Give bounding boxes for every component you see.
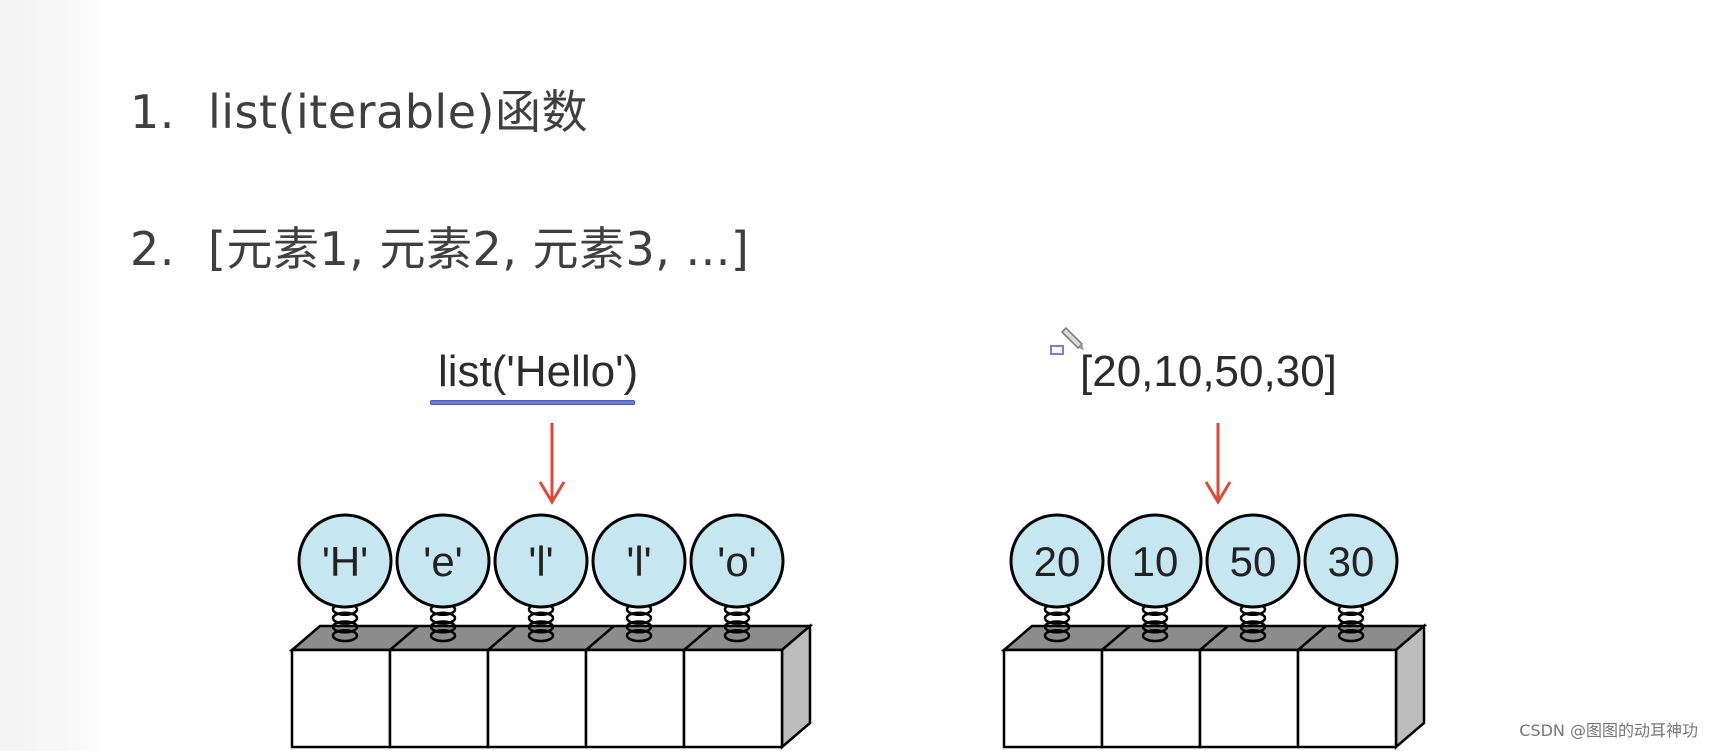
spring-coil [429,620,457,634]
element-balloon [1303,513,1399,609]
pencil-icon [1050,326,1084,355]
item-text: [元素1, 元素2, 元素3, ...] [208,222,750,276]
expression-underline [430,400,635,405]
element-label: 'o' [717,538,756,585]
spring-coil [331,611,359,625]
list-cell [290,648,392,749]
slide-margin [0,0,110,751]
spring-coil [625,629,653,643]
left-list-diagram: 'H' 'e' 'l' 'l' 'o' [288,513,814,750]
list-cell [1296,648,1398,749]
right-arrow [1204,423,1232,505]
spring-coil [625,620,653,634]
item-number: 1. [130,85,175,139]
element-balloon [1205,513,1301,609]
spring-coil [1239,629,1267,643]
list-cell [682,648,784,749]
spring-coil [1239,620,1267,634]
spring-coil [527,620,555,634]
element-label: 20 [1034,538,1081,585]
box-top-divider [389,625,419,651]
element-label: 50 [1230,538,1277,585]
element-balloon [297,513,393,609]
box-top-divider [487,625,517,651]
spring-coil [723,629,751,643]
box-top-divider [683,625,713,651]
element-balloon [1107,513,1203,609]
box-top-divider [1199,625,1229,651]
spring-coil [1337,620,1365,634]
left-arrow [538,423,566,505]
spring-coil [527,629,555,643]
element-label: 'e' [423,538,462,585]
spring-coil [429,611,457,625]
list-item-2: 2. [元素1, 元素2, 元素3, ...] [130,213,749,279]
spring-coil [1043,611,1071,625]
spring-coil [1043,620,1071,634]
item-number: 2. [130,222,175,276]
list-cell [1100,648,1202,749]
spring-coil [1141,629,1169,643]
list-cell [1002,648,1104,749]
spring-coil [1043,629,1071,643]
box-top-divider [1297,625,1327,651]
spring-coil [429,629,457,643]
right-expression: [20,10,50,30] [1080,347,1337,396]
spring-coil [1141,620,1169,634]
element-balloon [493,513,589,609]
list-cell [486,648,588,749]
spring-coil [723,620,751,634]
spring-coil [527,611,555,625]
list-cell [388,648,490,749]
spring-coil [625,611,653,625]
spring-coil [1141,611,1169,625]
element-label: 'l' [528,538,553,585]
list-cell [1198,648,1300,749]
watermark: CSDN @图图的动耳神功 [1519,721,1698,740]
element-balloon [689,513,785,609]
spring-coil [1239,611,1267,625]
element-label: 30 [1328,538,1375,585]
right-list-diagram: 20 10 50 30 [1000,513,1428,750]
spring-coil [331,629,359,643]
element-label: 'H' [322,538,368,585]
element-label: 10 [1132,538,1179,585]
item-text: list(iterable)函数 [208,85,588,139]
spring-coil [331,620,359,634]
list-item-1: 1. list(iterable)函数 [130,76,588,142]
element-balloon [1009,513,1105,609]
spring-coil [1337,629,1365,643]
box-top-divider [585,625,615,651]
left-expression: list('Hello') [438,347,639,396]
list-cell [584,648,686,749]
spring-coil [723,611,751,625]
spring-coil [1337,611,1365,625]
box-top-divider [1101,625,1131,651]
element-balloon [591,513,687,609]
element-balloon [395,513,491,609]
element-label: 'l' [626,538,651,585]
